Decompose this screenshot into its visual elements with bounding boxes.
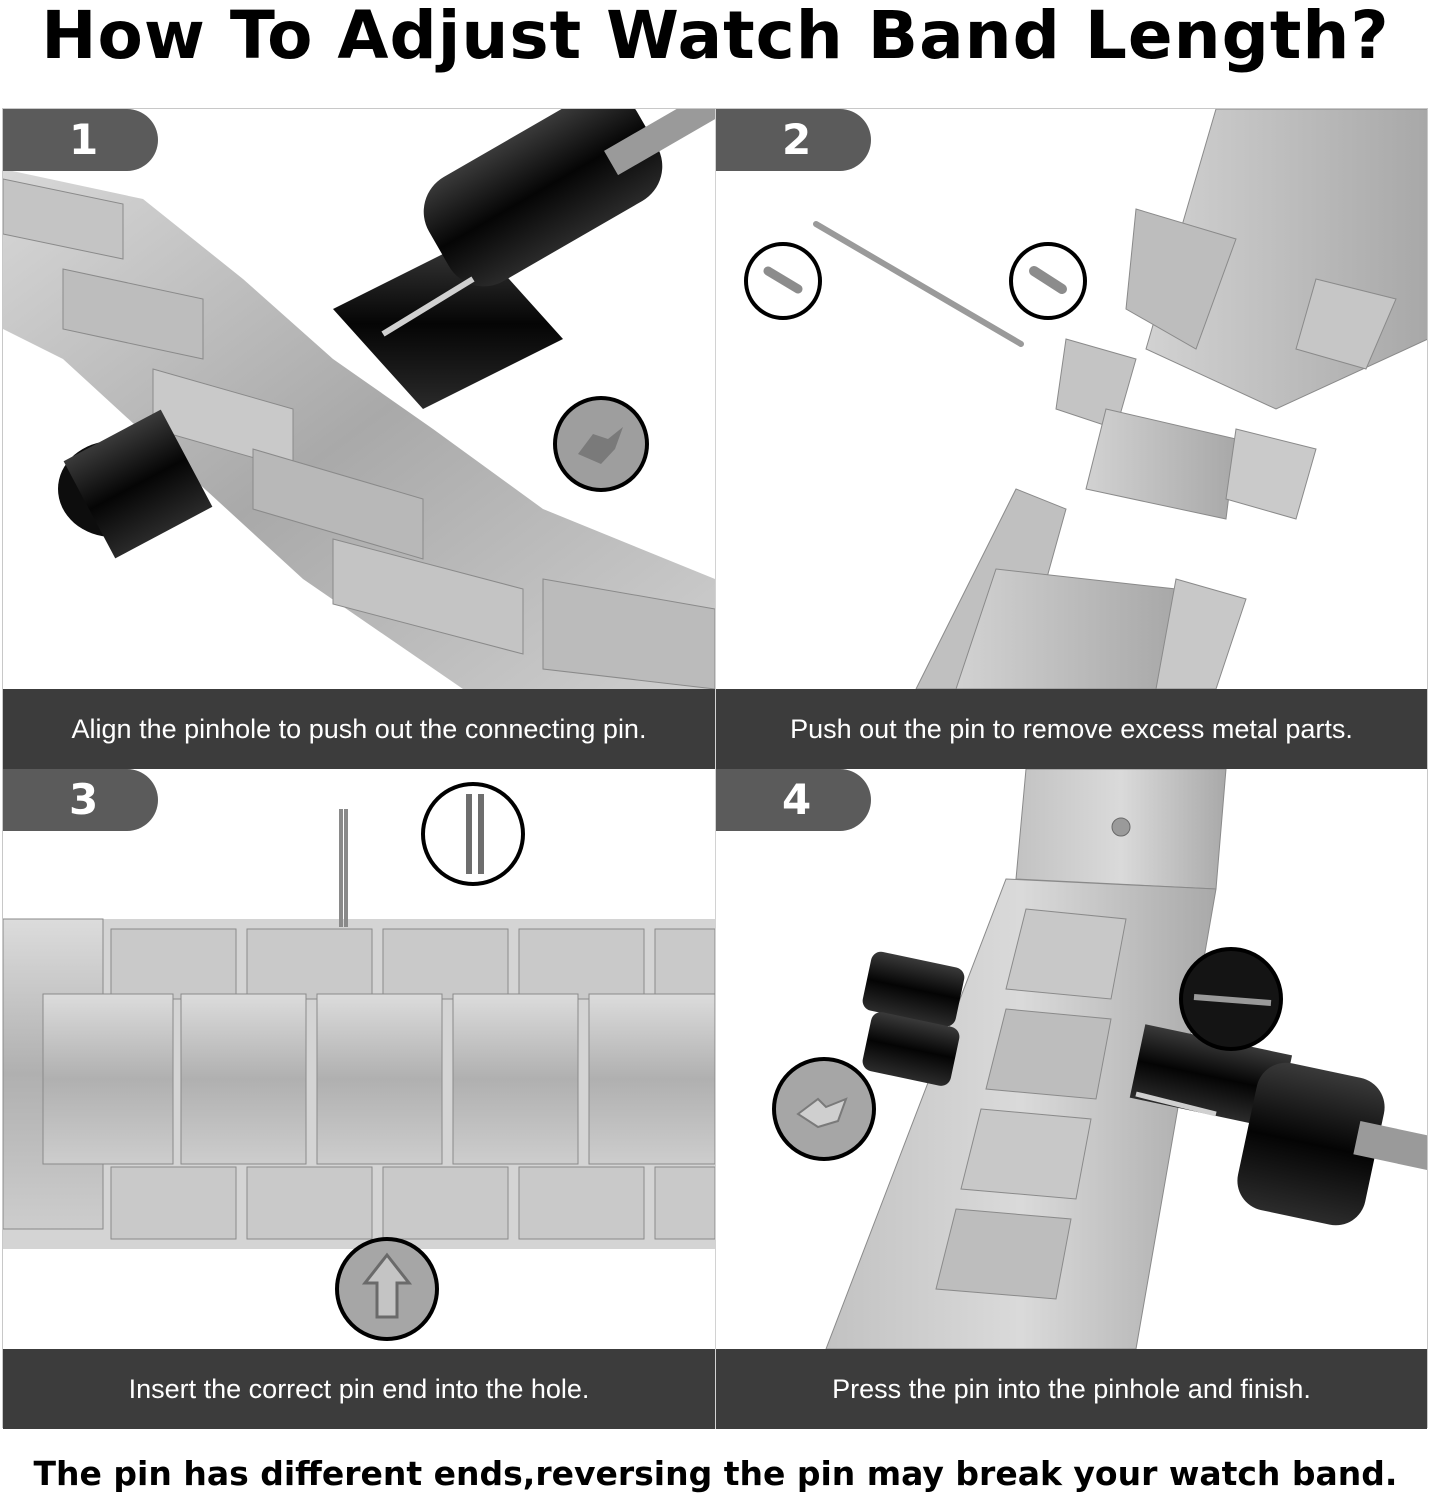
pin-end-zoom-left <box>744 242 822 320</box>
step-4-illustration <box>772 769 1427 1349</box>
step-1-illustration <box>3 109 715 689</box>
connecting-pin <box>813 221 1024 347</box>
upper-band-section <box>1125 109 1427 410</box>
steps-grid: 1 Align the pinhole to push out the conn… <box>2 108 1428 1429</box>
step-1-badge: 1 <box>3 109 158 171</box>
zoom-circle-arrow <box>553 396 649 492</box>
step-3-panel: 3 Insert the correct pin end into the ho… <box>3 769 715 1429</box>
pin-press-tool <box>862 951 1427 1226</box>
warning-footer: The pin has different ends,reversing the… <box>33 1454 1398 1493</box>
tool-holder-block <box>58 409 213 559</box>
step-1-caption: Align the pinhole to push out the connec… <box>3 689 715 769</box>
arrow-direction-zoom-4 <box>772 1057 876 1161</box>
vertical-band <box>825 878 1217 1349</box>
step-1-panel: 1 Align the pinhole to push out the conn… <box>3 109 715 769</box>
step-4-badge: 4 <box>716 769 871 831</box>
pin-end-zoom <box>421 782 525 886</box>
pin-seated-zoom <box>1179 947 1283 1051</box>
step-3-caption: Insert the correct pin end into the hole… <box>3 1349 715 1429</box>
inserted-pin <box>339 809 348 927</box>
step-4-panel: 4 Press the pin into the pinhole and fin… <box>715 769 1427 1429</box>
horizontal-band <box>3 918 715 1249</box>
arrow-direction-zoom <box>335 1237 439 1341</box>
step-3-illustration <box>3 782 715 1341</box>
lower-band-section <box>915 488 1247 689</box>
step-2-caption: Push out the pin to remove excess metal … <box>716 689 1427 769</box>
step-4-caption: Press the pin into the pinhole and finis… <box>716 1349 1427 1429</box>
step-3-badge: 3 <box>3 769 158 831</box>
watch-band-links <box>3 169 715 689</box>
pin-end-zoom-right <box>1009 242 1087 320</box>
watch-clasp <box>1015 769 1227 890</box>
page-title: How To Adjust Watch Band Length? <box>41 0 1390 74</box>
step-2-badge: 2 <box>716 109 871 171</box>
removed-link <box>1055 338 1317 520</box>
step-2-panel: 2 Push out the pin to remove excess meta… <box>715 109 1427 769</box>
pin-remover-tool <box>333 109 715 409</box>
step-2-illustration <box>744 109 1427 689</box>
